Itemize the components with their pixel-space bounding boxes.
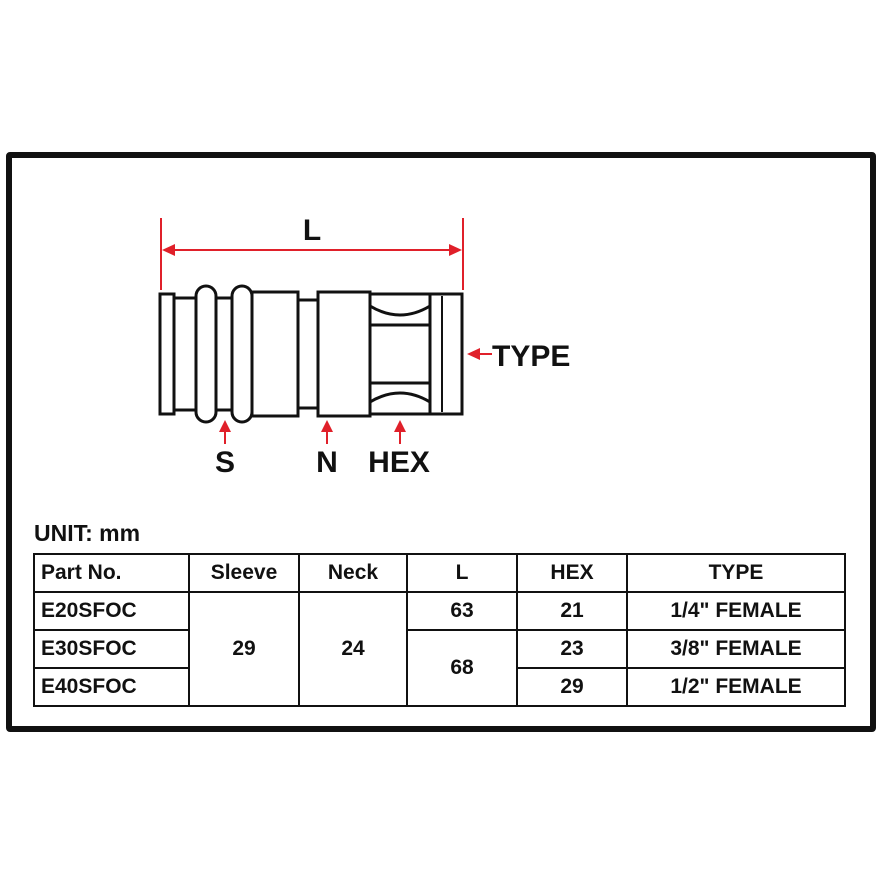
sleeve-gap — [214, 296, 234, 412]
neck-pointer: N — [316, 420, 338, 479]
neck-body — [316, 290, 372, 418]
sleeve-pointer: S — [215, 420, 235, 479]
type-label: TYPE — [492, 340, 570, 373]
cell-length: 63 — [406, 591, 518, 631]
hex-facet-top — [369, 304, 431, 317]
neck-label: N — [316, 446, 338, 479]
coupler-body — [158, 284, 464, 424]
neck-arrow-head — [321, 420, 333, 432]
header-hex: HEX — [516, 553, 628, 593]
header-part-no: Part No. — [33, 553, 190, 593]
sleeve-front — [172, 296, 198, 412]
table-row: E40SFOC 29 1/2" FEMALE — [33, 667, 846, 707]
spec-table: Part No. Sleeve Neck L HEX TYPE E20SFOC … — [33, 553, 846, 707]
cell-type: 3/8" FEMALE — [626, 629, 846, 669]
sleeve-body — [250, 290, 300, 418]
hex-arrow-head — [394, 420, 406, 432]
cell-sleeve: 29 — [188, 591, 300, 707]
table-header-row: Part No. Sleeve Neck L HEX TYPE — [33, 553, 846, 593]
length-arrow-right — [449, 244, 462, 256]
cell-part-no: E20SFOC — [33, 591, 190, 631]
sleeve-arrow-head — [219, 420, 231, 432]
hex-facets — [369, 296, 443, 412]
type-arrow-head — [467, 348, 480, 360]
cell-type: 1/4" FEMALE — [626, 591, 846, 631]
cell-part-no: E30SFOC — [33, 629, 190, 669]
hex-facet-bottom — [369, 391, 431, 404]
hex-pointer: HEX — [368, 420, 430, 479]
header-neck: Neck — [298, 553, 408, 593]
cell-hex: 23 — [516, 629, 628, 669]
sleeve-ring-2 — [230, 284, 254, 424]
length-arrow-left — [162, 244, 175, 256]
table-row: E20SFOC 29 24 63 21 1/4" FEMALE — [33, 591, 846, 707]
header-sleeve: Sleeve — [188, 553, 300, 593]
header-length: L — [406, 553, 518, 593]
cell-hex: 29 — [516, 667, 628, 707]
header-type: TYPE — [626, 553, 846, 593]
length-dimension: L — [160, 214, 464, 290]
cell-type: 1/2" FEMALE — [626, 667, 846, 707]
sleeve-lip — [158, 292, 176, 416]
hex-label: HEX — [368, 446, 430, 479]
sleeve-ring-1 — [194, 284, 218, 424]
length-label: L — [303, 214, 321, 247]
unit-label: UNIT: mm — [34, 520, 141, 546]
cell-part-no: E40SFOC — [33, 667, 190, 707]
cell-length: 68 — [406, 629, 518, 707]
female-end — [428, 292, 464, 416]
sleeve-label: S — [215, 446, 235, 479]
type-pointer: TYPE — [467, 340, 570, 373]
neck-groove — [296, 298, 320, 410]
cell-neck: 24 — [298, 591, 408, 707]
cell-hex: 21 — [516, 591, 628, 631]
table-row: E30SFOC 68 23 3/8" FEMALE — [33, 629, 846, 707]
